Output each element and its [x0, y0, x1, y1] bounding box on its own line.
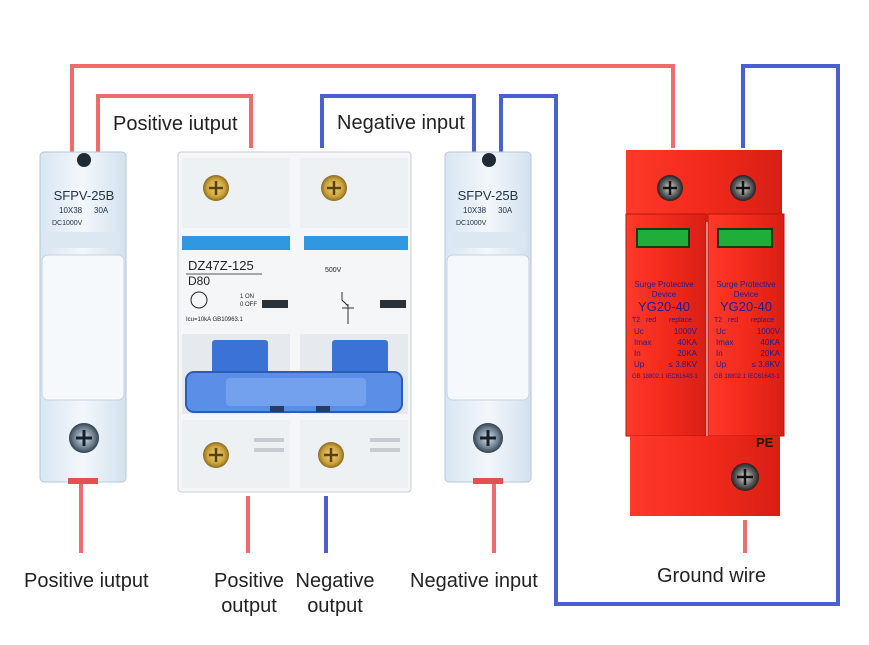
spd-right-in-value: 20KA	[760, 349, 780, 358]
spd-indicator-left	[636, 228, 690, 248]
label-negative-output-line2: output	[307, 595, 363, 617]
spd-indicator-right	[717, 228, 773, 248]
spd-left-up-label: Up	[634, 360, 645, 369]
spd-left-replace: replace	[669, 317, 692, 324]
spd-right-up-value: ≤ 3.8KV	[752, 360, 781, 369]
spd-left-in-label: In	[634, 349, 641, 358]
spd-right-in-label: In	[716, 349, 723, 358]
spd-right-up-label: Up	[716, 360, 727, 369]
fuse-holder-left: SFPV-25B 10X38 30A DC1000V	[39, 151, 127, 484]
spd-right-imax-value: 40KA	[760, 338, 780, 347]
breaker-symbol-icon	[341, 292, 354, 324]
negative-wire-fuse-in	[499, 64, 840, 606]
breaker-model: DZ47Z-125	[188, 258, 254, 273]
label-top-negative: Negative input	[337, 112, 465, 134]
breaker-curve: D80	[188, 274, 210, 288]
spd-left-tag2: red	[646, 317, 656, 324]
spd-left-uc-value: 1000V	[674, 327, 698, 336]
spd-label-left: Surge Protective Device YG20-40 T2 red r…	[632, 280, 698, 380]
fuse-left-model: SFPV-25B	[54, 188, 115, 203]
spd-pe-label: PE	[756, 435, 774, 450]
spd-left-imax-label: Imax	[634, 338, 651, 347]
label-bottom-negative-input: Negative input	[410, 570, 538, 592]
spd-right-model: YG20-40	[720, 299, 772, 314]
breaker-on: 1 ON	[240, 294, 254, 300]
fuse-right-size: 10X38	[463, 206, 487, 215]
spd-left-in-value: 20KA	[677, 349, 697, 358]
negative-wires	[320, 64, 840, 606]
label-ground-wire: Ground wire	[657, 565, 766, 587]
spd-left-model: YG20-40	[638, 299, 690, 314]
label-negative-output-line1: Negative	[295, 570, 375, 592]
screw-icon	[657, 175, 683, 201]
positive-wires	[70, 64, 675, 553]
breaker-window-right	[380, 300, 406, 308]
spd-left-title-1: Surge Protective	[634, 280, 694, 289]
spd-left-up-value: ≤ 3.8KV	[669, 360, 698, 369]
screw-icon	[203, 175, 229, 201]
fuse-left-size: 10X38	[59, 206, 83, 215]
label-top-positive: Positive iutput	[113, 113, 238, 135]
surge-protective-device: Surge Protective Device YG20-40 T2 red r…	[625, 150, 785, 516]
breaker-off: 0 OFF	[240, 302, 257, 308]
breaker-window-left	[262, 300, 288, 308]
screw-icon	[69, 423, 99, 453]
fuse-left-voltage: DC1000V	[52, 220, 83, 227]
spd-left-imax-value: 40KA	[677, 338, 697, 347]
fuse-left-top-hole	[77, 153, 91, 167]
fuse-holder-right: SFPV-25B 10X38 30A DC1000V	[444, 151, 532, 484]
positive-wire-outer	[70, 64, 675, 160]
screw-icon	[318, 442, 344, 468]
spd-right-uc-value: 1000V	[757, 327, 781, 336]
spd-right-uc-label: Uc	[716, 327, 726, 336]
spd-right-replace: replace	[751, 317, 774, 324]
breaker-spec: Icu=10kA GB10963.1	[186, 317, 244, 323]
circuit-breaker: DZ47Z-125 D80 1 ON 0 OFF Icu=10kA GB1096…	[177, 151, 412, 493]
ccc-mark-icon	[190, 291, 208, 309]
screw-icon	[203, 442, 229, 468]
spd-right-imax-label: Imax	[716, 338, 733, 347]
fuse-right-top-hole	[482, 153, 496, 167]
spd-right-title-1: Surge Protective	[716, 280, 776, 289]
breaker-band-left	[182, 236, 290, 250]
spd-label-right: Surge Protective Device YG20-40 T2 red r…	[714, 280, 781, 380]
spd-left-title-2: Device	[652, 290, 677, 299]
label-positive-output-line2: output	[221, 595, 277, 617]
screw-icon	[321, 175, 347, 201]
breaker-voltage: 500V	[325, 267, 342, 274]
label-positive-output-line1: Positive	[213, 570, 285, 592]
label-bottom-positive-left: Positive iutput	[24, 570, 149, 592]
negative-wire-breaker-in	[320, 94, 476, 160]
breaker-band-right	[304, 236, 408, 250]
spd-right-title-2: Device	[734, 290, 759, 299]
fuse-right-voltage: DC1000V	[456, 220, 487, 227]
fuse-left-rating: 30A	[94, 206, 109, 215]
spd-left-uc-label: Uc	[634, 327, 644, 336]
spd-right-tag: T2	[714, 317, 722, 324]
fuse-right-rating: 30A	[498, 206, 513, 215]
spd-left-tag: T2	[632, 317, 640, 324]
screw-icon	[731, 463, 759, 491]
positive-wire-inner	[96, 94, 253, 160]
screw-icon	[730, 175, 756, 201]
spd-right-standard: GB 18802.1 IEC61643-1	[714, 374, 780, 380]
fuse-right-model: SFPV-25B	[458, 188, 519, 203]
spd-left-standard: GB 18802.1 IEC61643-1	[632, 374, 698, 380]
screw-icon	[473, 423, 503, 453]
spd-right-tag2: red	[728, 317, 738, 324]
